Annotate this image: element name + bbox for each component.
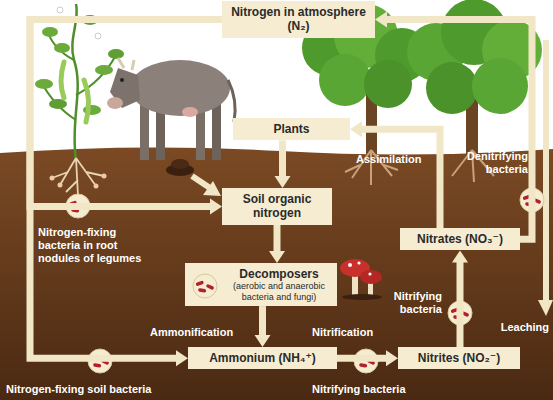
arrow-head bbox=[275, 176, 291, 188]
arrow-head bbox=[269, 251, 285, 263]
flow-line bbox=[259, 306, 266, 336]
flow-line bbox=[274, 225, 281, 252]
flow-line bbox=[30, 19, 222, 206]
process-label: Nitrogen-fixing soil bacteria bbox=[6, 383, 206, 396]
cow bbox=[107, 58, 235, 160]
box-title: Ammonium (NH₄⁺) bbox=[194, 351, 331, 365]
process-label: Nitrification bbox=[312, 326, 392, 339]
flow-arrow bbox=[30, 19, 222, 214]
process-label: Nitrifying bacteria bbox=[312, 383, 442, 396]
process-label: Leaching bbox=[492, 321, 549, 334]
box-title: Nitrates (NO₃⁻) bbox=[406, 232, 514, 246]
flow-line bbox=[361, 129, 440, 228]
flow-line bbox=[337, 355, 387, 362]
process-label: Nitrifying bacteria bbox=[374, 290, 442, 316]
flow-arrow bbox=[30, 19, 222, 366]
manure bbox=[166, 159, 194, 176]
flow-line bbox=[279, 140, 286, 177]
arrow-head bbox=[210, 198, 222, 214]
manure-arrow bbox=[192, 176, 221, 196]
process-box: Plants bbox=[233, 118, 350, 140]
arrow-head bbox=[375, 11, 387, 27]
bacteria-icon bbox=[190, 271, 220, 301]
process-box: Nitrates (NO₃⁻) bbox=[400, 228, 520, 250]
flow-arrow bbox=[337, 350, 398, 366]
process-label: Ammonification bbox=[150, 326, 245, 339]
flow-arrow bbox=[350, 121, 440, 228]
legume-plant bbox=[35, 4, 124, 160]
flow-arrow bbox=[255, 306, 271, 347]
arrow-head bbox=[176, 350, 188, 366]
flow-arrow bbox=[375, 11, 532, 239]
box-title: Nitrites (NO₂⁻) bbox=[404, 351, 514, 365]
tree bbox=[407, 0, 542, 182]
arrow-head bbox=[350, 121, 362, 137]
sky bbox=[0, 0, 553, 160]
flow-arrow bbox=[275, 140, 291, 188]
process-label: Nitrogen-fixing bacteria in root nodules… bbox=[38, 226, 152, 266]
box-title: Nitrogen in atmosphere (N₂) bbox=[228, 5, 369, 34]
soil-ground bbox=[0, 147, 553, 400]
mushrooms bbox=[340, 259, 382, 300]
legume-roots bbox=[50, 158, 107, 196]
flow-arrow bbox=[452, 250, 468, 347]
process-box: Ammonium (NH₄⁺) bbox=[188, 347, 337, 369]
flow-arrow bbox=[269, 225, 285, 263]
process-label: Assimilation bbox=[356, 153, 438, 166]
process-box: Nitrites (NO₂⁻) bbox=[398, 347, 520, 369]
flow-line bbox=[457, 261, 464, 347]
process-box: Soil organic nitrogen bbox=[222, 188, 332, 225]
box-title: Plants bbox=[239, 122, 344, 136]
leaching-arrow bbox=[538, 40, 553, 316]
arrow-head bbox=[386, 350, 398, 366]
flow-line bbox=[386, 19, 532, 239]
flow-line bbox=[30, 19, 222, 358]
process-label: Denitrifying bacteria bbox=[448, 150, 528, 176]
arrow-head bbox=[452, 250, 468, 262]
box-title: Soil organic nitrogen bbox=[228, 192, 326, 221]
box-title: Decomposers bbox=[225, 267, 333, 281]
box-note: (aerobic and anaerobic bacteria and fung… bbox=[225, 281, 333, 302]
process-box: Nitrogen in atmosphere (N₂) bbox=[222, 1, 375, 38]
arrow-head bbox=[255, 335, 271, 347]
